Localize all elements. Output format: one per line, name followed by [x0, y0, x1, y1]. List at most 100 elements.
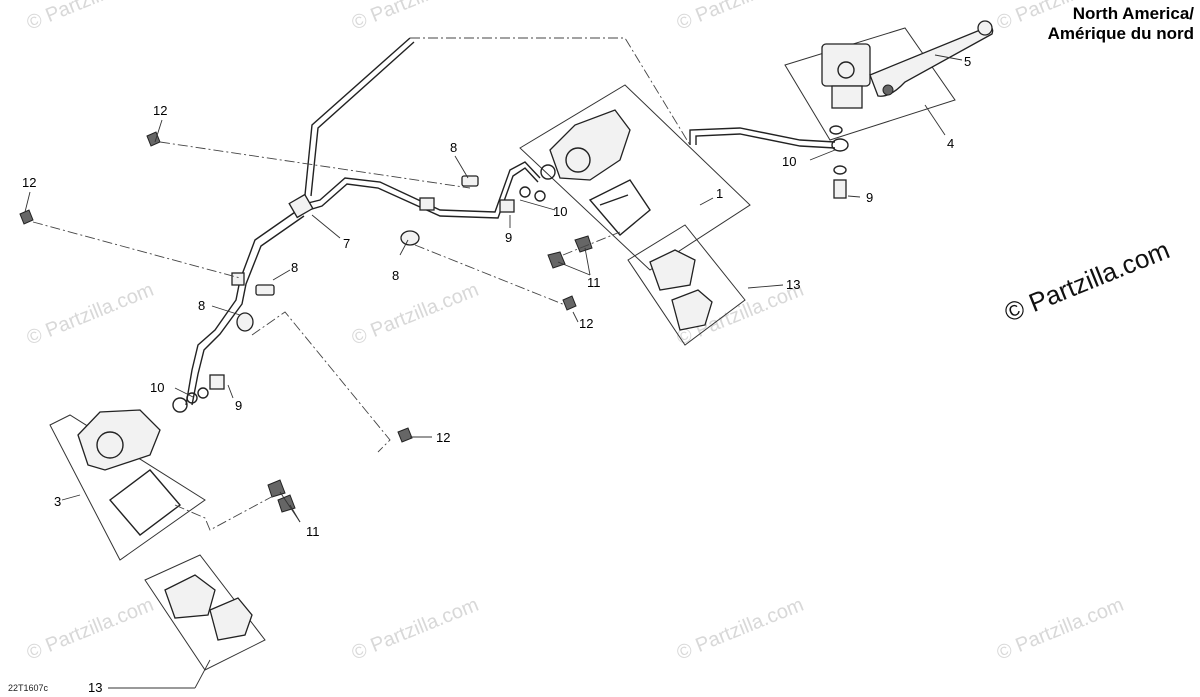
brake-line-upper [297, 37, 411, 206]
caliper-bolt [574, 235, 593, 253]
brake-line-main [299, 161, 541, 213]
watermark: © Partzilla.com [994, 594, 1127, 665]
watermarks: © Partzilla.com © Partzilla.com © Partzi… [24, 0, 1127, 665]
brake-lines [185, 37, 836, 406]
routing-line [32, 221, 241, 279]
leader-line [24, 191, 31, 213]
front-caliper-group [499, 84, 751, 346]
callout-5: 5 [964, 54, 971, 69]
routing-line [410, 37, 691, 146]
washer [534, 190, 546, 202]
frame-front-pads [627, 224, 746, 346]
front-caliper-body [549, 109, 631, 181]
callout-10: 10 [553, 204, 567, 219]
callout-9: 9 [505, 230, 512, 245]
master-cylinder-group [784, 20, 994, 141]
watermark: © Partzilla.com [349, 0, 482, 35]
callout-11: 11 [587, 275, 601, 290]
lever-knob [977, 20, 993, 36]
leader-line [454, 155, 469, 179]
callout-1: 1 [716, 186, 723, 201]
clip [419, 197, 435, 211]
brake-pad [671, 289, 713, 331]
leader-line [194, 659, 211, 689]
callout-10: 10 [150, 380, 164, 395]
callout-12: 12 [436, 430, 450, 445]
washer [829, 125, 843, 135]
frame-left-caliper [49, 414, 206, 561]
clip [461, 175, 479, 187]
leader-line [61, 494, 81, 501]
leader-line [699, 197, 714, 206]
washer [833, 165, 847, 175]
watermark: © Partzilla.com [349, 279, 482, 350]
watermark: © Partzilla.com [674, 594, 807, 665]
leader-line [584, 247, 591, 276]
caliper-bracket [108, 469, 182, 536]
brake-line-tee [288, 193, 314, 219]
caliper-piston [96, 431, 124, 459]
routing-line [562, 231, 621, 256]
region-title-line-2: Amérique du nord [1047, 24, 1194, 43]
brake-line-left-parallel [191, 215, 305, 406]
brake-line-left [185, 209, 299, 406]
clip [255, 284, 275, 296]
screw [19, 209, 34, 225]
washer [197, 387, 209, 399]
watermark: © Partzilla.com [349, 594, 482, 665]
brake-line-upper-parallel [310, 41, 415, 197]
leader-line [847, 195, 861, 198]
brake-pad [649, 249, 696, 291]
callout-9: 9 [866, 190, 873, 205]
clips [231, 175, 479, 332]
watermark: © Partzilla.com [24, 0, 157, 35]
callouts: 1 3 4 5 7 8 8 8 8 9 9 9 10 10 10 11 11 1… [22, 54, 971, 695]
routing-line [414, 244, 566, 306]
banjo-fitting [172, 397, 188, 413]
callout-11: 11 [306, 524, 320, 539]
leader-line [227, 384, 234, 399]
watermark: © Partzilla.com [674, 0, 807, 35]
leader-line [211, 305, 241, 316]
frame-master-cylinder [784, 27, 956, 141]
callout-8: 8 [291, 260, 298, 275]
routing-lines [32, 37, 691, 531]
callout-12: 12 [22, 175, 36, 190]
leader-line [174, 387, 194, 398]
callout-8: 8 [198, 298, 205, 313]
caliper-piston [565, 147, 591, 173]
leader-line [572, 311, 579, 323]
screw [146, 131, 161, 147]
region-title: North America/ Amérique du nord [1048, 4, 1194, 44]
banjo-bolt [209, 374, 225, 390]
routing-line [251, 311, 391, 453]
lever-pivot [882, 84, 894, 96]
leader-line [154, 119, 163, 143]
washer [519, 186, 531, 198]
left-caliper-group [49, 374, 296, 671]
banjo-fitting [831, 138, 849, 152]
washer [186, 392, 198, 404]
callout-10: 10 [782, 154, 796, 169]
callout-3: 3 [54, 494, 61, 509]
banjo-fitting [540, 164, 556, 180]
caliper-bolt [547, 251, 566, 269]
leader-line [747, 284, 784, 289]
leader-line [311, 214, 341, 239]
screw [397, 427, 413, 443]
leader-lines [24, 54, 963, 689]
leader-line [272, 269, 291, 281]
watermark: © Partzilla.com [24, 594, 157, 665]
screws [19, 131, 577, 443]
callout-7: 7 [343, 236, 350, 251]
callout-9: 9 [235, 398, 242, 413]
clip [400, 230, 420, 246]
caliper-bolt [267, 479, 286, 498]
leader-line [557, 261, 591, 276]
master-cylinder-body [831, 85, 863, 109]
callout-13: 13 [88, 680, 102, 695]
banjo-bolt [833, 179, 847, 199]
routing-line [159, 141, 471, 189]
frame-left-pads [144, 554, 266, 671]
